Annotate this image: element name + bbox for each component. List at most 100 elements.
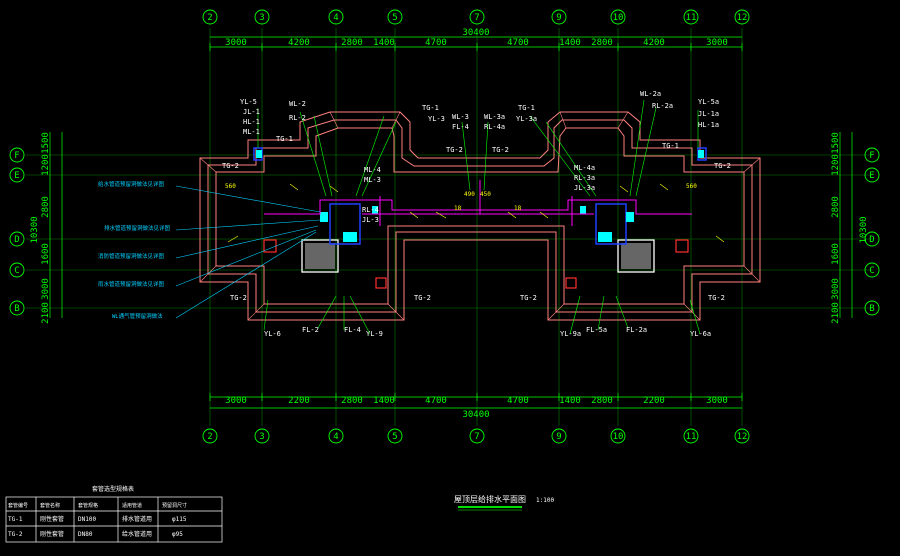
drawing-title: 屋顶层给排水平面图 xyxy=(454,494,526,504)
label-jl3a: JL-3a xyxy=(574,184,595,192)
label-tg2-a: TG-2 xyxy=(222,162,239,170)
dim-top-total: 30400 xyxy=(462,28,489,38)
legend-row1-col5: φ115 xyxy=(172,516,187,523)
dim-bottom-total: 30400 xyxy=(462,410,489,420)
dim-left-3: 2800 xyxy=(41,196,51,218)
dim-right-5: 3000 xyxy=(831,278,841,300)
pipe-fittings xyxy=(256,150,704,242)
legend-caption: 套管选型规格表 xyxy=(92,485,134,493)
axis-bubbles-top xyxy=(202,9,750,25)
dim-top-2: 4200 xyxy=(288,38,310,48)
label-tg1-d: TG-1 xyxy=(662,142,679,150)
dim-right-6: 2100 xyxy=(831,302,841,324)
axis-label-E-left: E xyxy=(14,171,19,181)
dim-left-2: 1200 xyxy=(41,154,51,176)
axis-label-11-top: 11 xyxy=(686,13,697,23)
legend-header-3: 套管规格 xyxy=(78,502,98,509)
legend-row2-col5: φ95 xyxy=(172,531,183,538)
leader-lines xyxy=(257,99,701,335)
label-ml3: ML-3 xyxy=(364,176,381,184)
mark-560-b: 560 xyxy=(686,183,697,190)
axis-label-11-bottom: 11 xyxy=(686,432,697,442)
legend-row1-col2: 刚性套管 xyxy=(40,515,64,523)
legend-grid xyxy=(5,496,223,543)
label-fl2a: FL-2a xyxy=(626,326,647,334)
label-yl5a: YL-5a xyxy=(698,98,719,106)
label-rl4a: RL-4a xyxy=(484,123,505,131)
axis-label-D-right: D xyxy=(869,235,874,245)
axis-label-7-top: 7 xyxy=(474,13,479,23)
bottom-dimension-texts: 3000 2200 2800 1400 4700 4700 1400 2800 … xyxy=(225,396,728,420)
dim-right-total: 10300 xyxy=(859,216,869,243)
dim-top-8: 2800 xyxy=(591,38,613,48)
dimension-lines xyxy=(49,36,853,409)
leader-note-4: 雨水管道预留洞做法见详图 xyxy=(98,280,165,288)
axis-label-7-bottom: 7 xyxy=(474,432,479,442)
axis-label-5-bottom: 5 xyxy=(392,432,397,442)
legend-table: 套管选型规格表 套管编号 套管名称 套管规格 适用管道 预留洞尺寸 TG-1 刚… xyxy=(5,485,223,543)
label-fl5a: FL-5a xyxy=(586,326,607,334)
shaft-fill xyxy=(305,243,651,269)
axis-label-F-right: F xyxy=(869,151,874,161)
note-leaders xyxy=(175,185,321,319)
mark-490: 490 xyxy=(464,191,475,198)
legend-row1-col4: 排水管道用 xyxy=(122,515,152,523)
dim-right-3: 2800 xyxy=(831,196,841,218)
axis-labels-right: F E D C B xyxy=(869,151,874,314)
label-wl2: WL-2 xyxy=(289,100,306,108)
leader-note-3: 消防管道预留洞做法见详图 xyxy=(98,252,165,260)
axis-label-10-bottom: 10 xyxy=(613,432,624,442)
dim-bottom-3: 2800 xyxy=(341,396,363,406)
label-tg1-b: TG-1 xyxy=(422,104,439,112)
dim-bottom-6: 4700 xyxy=(507,396,529,406)
legend-row1-col3: DN100 xyxy=(78,516,96,523)
axis-label-12-top: 12 xyxy=(737,13,748,23)
axis-label-9-top: 9 xyxy=(556,13,561,23)
legend-row1-col1: TG-1 xyxy=(8,516,23,523)
label-jl1a: JL-1a xyxy=(698,110,719,118)
label-hl1: HL-1 xyxy=(243,118,260,126)
label-wl2a: WL-2a xyxy=(640,90,661,98)
small-marks: 560 560 490 450 18 18 xyxy=(225,183,697,212)
legend-row2-col3: DN80 xyxy=(78,531,93,538)
magenta-pipes xyxy=(264,180,692,226)
label-tg2-h: TG-2 xyxy=(708,294,725,302)
axis-label-4-top: 4 xyxy=(333,13,338,23)
dim-left-total: 10300 xyxy=(30,216,40,243)
axis-label-B-right: B xyxy=(869,304,874,314)
label-jl3: JL-3 xyxy=(362,216,379,224)
label-tg2-d: TG-2 xyxy=(714,162,731,170)
dim-top-10: 3000 xyxy=(706,38,728,48)
label-tg1-c: TG-1 xyxy=(518,104,535,112)
legend-row2-col2: 刚性套管 xyxy=(40,530,64,538)
dim-left-6: 2100 xyxy=(41,302,51,324)
legend-row2-col4: 给水管道用 xyxy=(122,530,152,538)
mark-450: 450 xyxy=(480,191,491,198)
label-hl1a: HL-1a xyxy=(698,121,719,129)
top-dimension-texts: 30400 3000 4200 2800 1400 4700 4700 1400… xyxy=(225,28,728,48)
axis-label-12-bottom: 12 xyxy=(737,432,748,442)
pipe-labels: YL-5 JL-1 HL-1 ML-1 TG-1 WL-2 RL-2 TG-1 … xyxy=(222,90,731,338)
drawing-scale: 1:100 xyxy=(536,497,554,504)
drawing-title-block: 屋顶层给排水平面图 1:100 xyxy=(454,494,554,511)
axis-label-C-right: C xyxy=(869,266,874,276)
axis-label-2-bottom: 2 xyxy=(207,432,212,442)
legend-header-5: 预留洞尺寸 xyxy=(162,502,187,509)
dim-left-4: 1600 xyxy=(41,243,51,265)
right-dimension-texts: 1500 1200 2800 1600 3000 2100 10300 xyxy=(831,132,869,324)
label-fl4-b: RL-4 xyxy=(362,206,379,214)
label-rl3a: RL-3a xyxy=(574,174,595,182)
label-yl5: YL-5 xyxy=(240,98,257,106)
dim-bottom-1: 3000 xyxy=(225,396,247,406)
axis-labels-bottom: 2 3 4 5 7 9 10 11 12 xyxy=(207,432,747,442)
label-rl2a: RL-2a xyxy=(652,102,673,110)
label-wl3: WL-3 xyxy=(452,113,469,121)
axis-label-2-top: 2 xyxy=(207,13,212,23)
label-fl4: FL-4 xyxy=(452,123,469,131)
legend-header-1: 套管编号 xyxy=(8,502,28,509)
label-fl2: FL-2 xyxy=(302,326,319,334)
label-tg1-a: TG-1 xyxy=(276,135,293,143)
legend-row2-col1: TG-2 xyxy=(8,531,23,538)
dim-top-5: 4700 xyxy=(425,38,447,48)
